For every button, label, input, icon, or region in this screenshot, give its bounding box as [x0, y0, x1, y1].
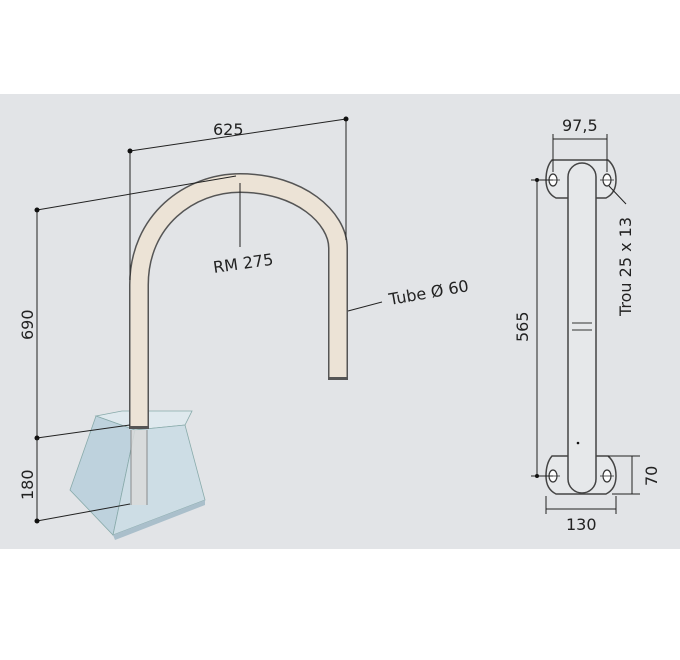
width-dimension-label: 625	[213, 120, 244, 139]
plate-width-label: 97,5	[562, 116, 598, 135]
base-width-label: 130	[566, 515, 597, 534]
length-dimension-label: 565	[513, 311, 532, 342]
height-dimension-label: 690	[18, 309, 37, 340]
top-view: 97,5 Trou 25 x 13 565 130 70	[513, 116, 661, 534]
dimension-lines-left	[34, 116, 383, 524]
hole-size-label: Trou 25 x 13	[616, 217, 635, 317]
plate-height-label: 70	[642, 466, 661, 486]
tube-body	[567, 162, 597, 494]
dimension-lines-right	[531, 134, 640, 514]
concrete-foundation	[69, 410, 206, 540]
perspective-view: 625 RM 275 Tube Ø 60 690 180	[18, 116, 470, 540]
embed-depth-label: 180	[18, 469, 37, 500]
